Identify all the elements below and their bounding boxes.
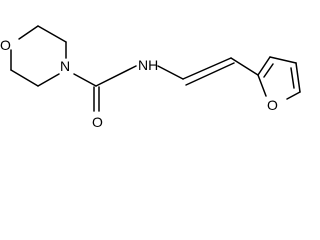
bond-vinyl-double-a <box>182 57 232 80</box>
bond-carbonyl-carbon-nh <box>95 65 137 87</box>
morpholine-nitrogen-label: N <box>60 58 70 74</box>
atom-labels: O N NH O O <box>0 37 278 130</box>
furan-oxygen-label: O <box>267 97 278 113</box>
carbonyl-oxygen-label: O <box>92 114 103 130</box>
bond-vinyl-furan <box>230 57 259 76</box>
bond-furan-c4-c5-outer <box>295 62 301 93</box>
bond-furan-c4-c5-inner <box>290 67 295 89</box>
bond-furan-c2-c3-inner <box>263 63 274 78</box>
bonds <box>10 25 301 112</box>
bond-vinyl-double-b <box>185 62 235 86</box>
bond-morpholine-n-c3 <box>37 73 60 87</box>
bond-morpholine-c3-c4 <box>10 69 39 87</box>
bond-n-carbonyl-carbon <box>73 73 97 87</box>
bond-furan-c5-o <box>286 91 301 100</box>
morpholine-oxygen-label: O <box>0 37 11 53</box>
bond-nh-vinyl <box>157 65 184 80</box>
bond-morpholine-c1-c2 <box>37 25 67 43</box>
amide-nh-label: NH <box>138 57 158 73</box>
bond-morpholine-o-c1 <box>18 25 39 40</box>
bond-furan-c3-c4 <box>269 56 297 64</box>
bond-furan-c2-c3-outer <box>257 56 271 76</box>
chemical-structure-diagram: O N NH O O <box>0 25 301 130</box>
bond-furan-o-c2 <box>257 74 267 97</box>
